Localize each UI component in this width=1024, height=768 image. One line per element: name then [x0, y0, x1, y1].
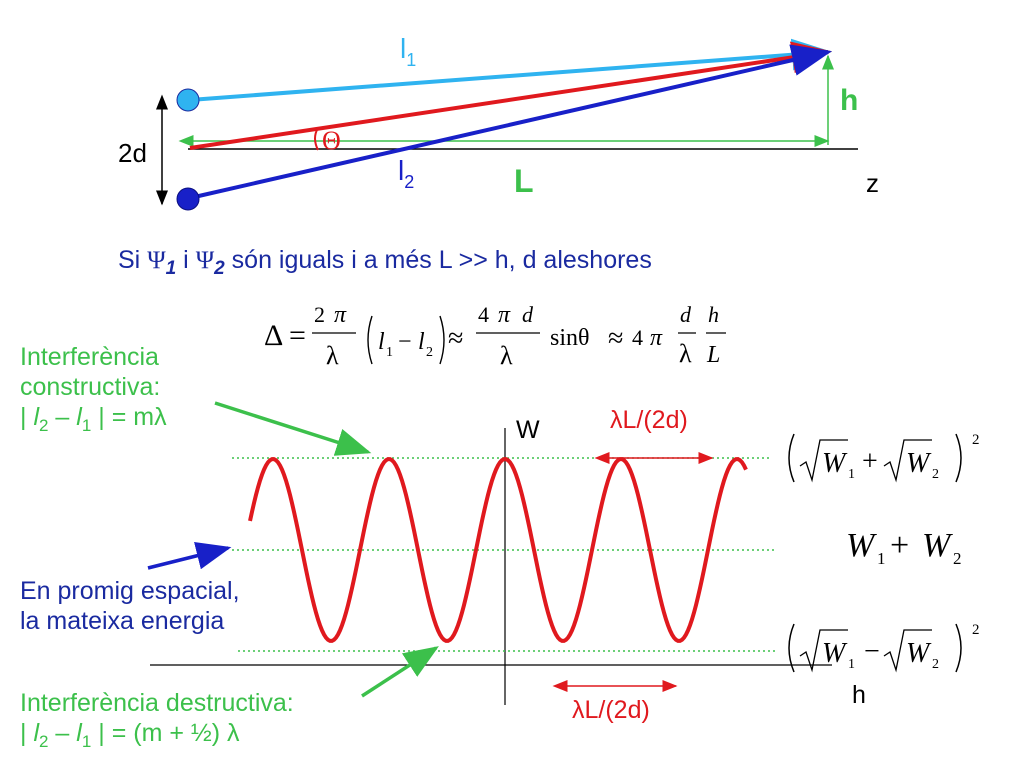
destructive-pointer [361, 646, 439, 698]
average-label: En promig espacial, la mateixa energia [20, 577, 240, 635]
svg-text:π: π [650, 325, 663, 351]
svg-text:1: 1 [877, 549, 886, 568]
h-axis-label: h [852, 681, 866, 709]
average-pointer [147, 542, 232, 570]
svg-text:2: 2 [953, 549, 962, 568]
svg-text:−: − [398, 329, 412, 355]
svg-text:=: = [289, 319, 306, 352]
destructive-label: Interferència destructiva: | l2 – l1 | =… [20, 688, 294, 757]
svg-text:1: 1 [848, 467, 855, 482]
period-label-bottom: λL/(2d) [572, 696, 650, 724]
svg-text:2: 2 [426, 345, 433, 360]
separation-label: 2d [118, 138, 147, 168]
phase-formula: Δ = 2 π λ l 1 − l 2 ≈ 4 π d λ sinθ ≈ 4 π… [264, 302, 726, 370]
z-axis-label: z [866, 168, 879, 198]
angle-arc [314, 127, 319, 151]
w-axis-label: W [516, 416, 540, 444]
svg-text:π: π [334, 302, 347, 328]
angle-label: Θ [322, 126, 341, 155]
svg-text:≈: ≈ [448, 323, 463, 354]
ray-l1 [189, 38, 832, 102]
svg-text:W: W [922, 527, 953, 564]
svg-text:2: 2 [314, 302, 325, 327]
max-level-formula: W 1 + W 2 2 [788, 432, 980, 483]
svg-text:Δ: Δ [264, 319, 283, 352]
svg-text:h: h [708, 302, 719, 327]
svg-text:1: 1 [848, 657, 855, 672]
svg-text:W: W [822, 638, 848, 669]
svg-text:d: d [522, 302, 534, 327]
constructive-label: Interferència constructiva: | l2 – l1 | … [20, 342, 167, 441]
statement: Si Ψ1 i Ψ2 són iguals i a més L >> h, d … [118, 246, 652, 279]
svg-text:W: W [906, 638, 932, 669]
svg-text:4: 4 [632, 325, 643, 350]
svg-text:d: d [680, 302, 692, 327]
svg-text:1: 1 [386, 345, 393, 360]
svg-text:2: 2 [932, 657, 939, 672]
svg-text:λ: λ [679, 339, 692, 368]
ray-l2 [189, 44, 832, 200]
svg-text:+: + [890, 527, 909, 564]
svg-text:l: l [418, 329, 425, 355]
svg-text:l: l [378, 329, 385, 355]
svg-text:π: π [498, 302, 511, 328]
ray1-label: l1 [400, 33, 416, 70]
height-label: h [840, 84, 858, 117]
svg-text:≈: ≈ [608, 323, 623, 354]
svg-text:2: 2 [932, 467, 939, 482]
min-level-formula: W 1 − W 2 2 [788, 622, 980, 673]
constructive-condition: | l2 – l1 | = mλ [20, 403, 167, 435]
period-label-top: λL/(2d) [610, 406, 688, 434]
svg-text:W: W [906, 448, 932, 479]
source-2-dot [176, 187, 200, 211]
svg-text:sinθ: sinθ [550, 325, 590, 351]
ray-central [189, 41, 832, 150]
svg-text:2: 2 [972, 622, 980, 638]
svg-text:λ: λ [500, 341, 513, 370]
svg-text:λ: λ [326, 341, 339, 370]
destructive-condition: | l2 – l1 | = (m + ½) λ [20, 719, 240, 751]
svg-text:−: − [864, 636, 880, 667]
intensity-wave [248, 457, 748, 643]
constructive-pointer [214, 401, 372, 456]
distance-label: L [514, 163, 534, 199]
svg-text:W: W [846, 527, 877, 564]
svg-text:W: W [822, 448, 848, 479]
svg-text:+: + [862, 446, 878, 477]
svg-text:2: 2 [972, 432, 980, 448]
svg-text:L: L [706, 342, 720, 368]
source-1-dot [176, 88, 200, 112]
avg-level-formula: W 1 + W 2 [846, 527, 962, 568]
svg-text:4: 4 [478, 302, 489, 327]
ray2-label: l2 [398, 155, 414, 192]
